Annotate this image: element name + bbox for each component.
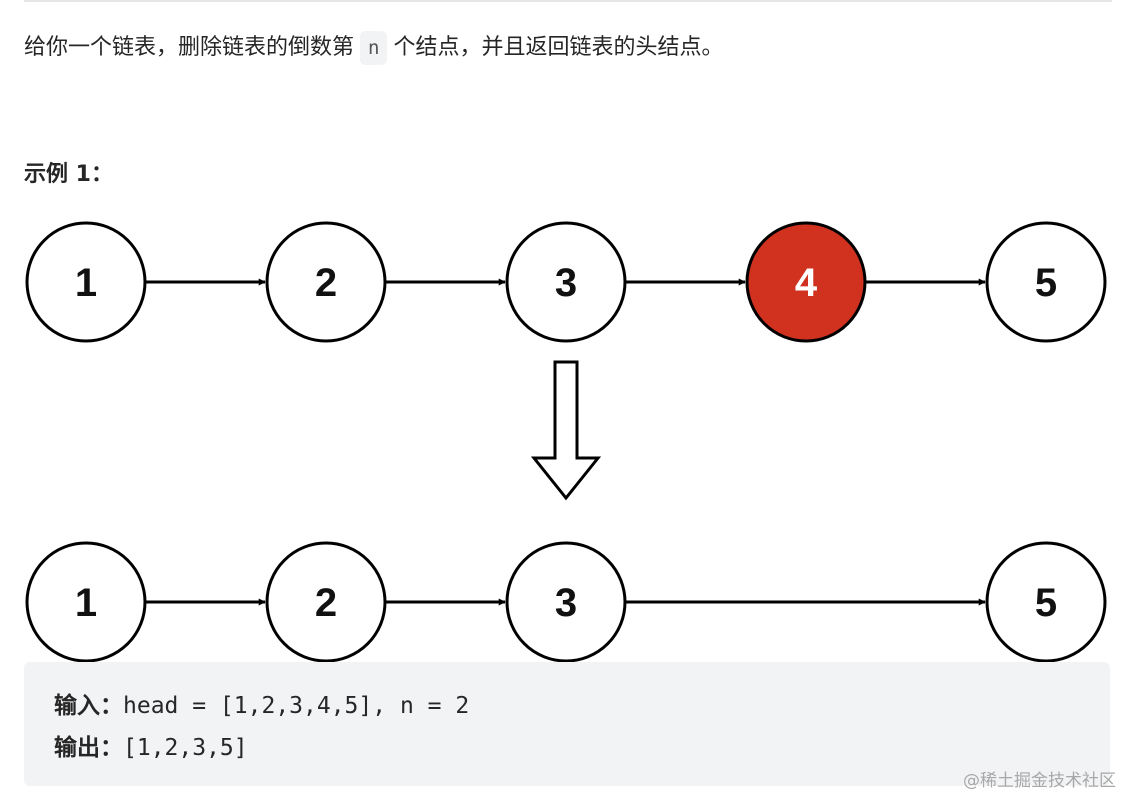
bottom-node-4-label: 5 (1035, 581, 1057, 625)
description-text-after: 个结点，并且返回链表的头结点。 (393, 35, 724, 60)
input-value: head = [1,2,3,4,5], n = 2 (123, 693, 470, 719)
output-value: [1,2,3,5] (123, 735, 248, 761)
linked-list-diagram: 1 2 3 4 5 1 2 3 5 (25, 221, 1107, 663)
top-node-2-label: 2 (315, 261, 337, 305)
top-divider (24, 0, 1112, 2)
output-label: 输出： (54, 735, 123, 761)
top-node-3-label: 3 (555, 261, 577, 305)
top-node-3 (505, 221, 627, 343)
top-node-1-label: 1 (75, 261, 97, 305)
bottom-node-4 (985, 541, 1107, 663)
top-node-5-label: 5 (1035, 261, 1057, 305)
top-node-5 (985, 221, 1107, 343)
example-title: 示例 1： (24, 162, 113, 187)
input-line: 输入：head = [1,2,3,4,5], n = 2 (54, 686, 469, 720)
bottom-node-3-label: 3 (555, 581, 577, 625)
bottom-node-1 (25, 541, 147, 663)
down-arrow-icon (530, 360, 602, 501)
top-node-2 (265, 221, 387, 343)
example-io-box: 输入：head = [1,2,3,4,5], n = 2 输出：[1,2,3,5… (24, 662, 1110, 786)
top-node-1 (25, 221, 147, 343)
bottom-node-3 (505, 541, 627, 663)
watermark: @稀土掘金技术社区 (963, 771, 1116, 791)
bottom-node-1-label: 1 (75, 581, 97, 625)
result-list: 1 2 3 5 (25, 541, 1107, 663)
bottom-node-2-label: 2 (315, 581, 337, 625)
input-label: 输入： (54, 693, 123, 719)
description-text-before: 给你一个链表，删除链表的倒数第 (24, 35, 355, 60)
original-list: 1 2 3 4 5 (25, 221, 1107, 343)
top-node-4-label: 4 (795, 261, 818, 305)
output-line: 输出：[1,2,3,5] (54, 728, 248, 762)
top-node-4 (745, 221, 867, 343)
bottom-node-2 (265, 541, 387, 663)
inline-code-n: n (360, 31, 388, 65)
